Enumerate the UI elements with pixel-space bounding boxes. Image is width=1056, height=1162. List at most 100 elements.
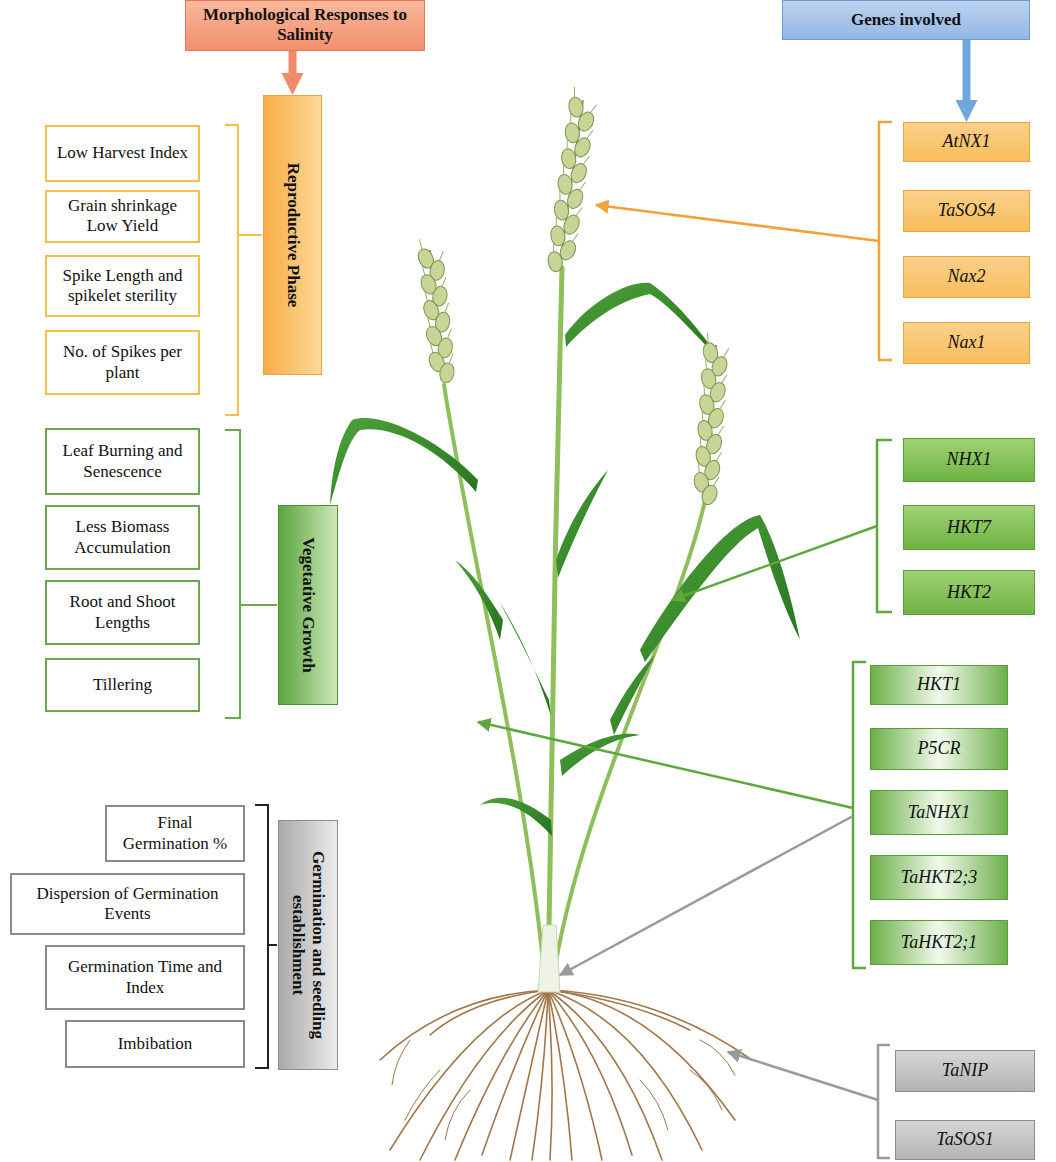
roots — [510, 990, 548, 1160]
gene-box: TaSOS4 — [903, 190, 1030, 232]
gene-box: Nax1 — [903, 322, 1030, 364]
roots — [455, 990, 548, 1160]
node-text: TaHKT2;1 — [901, 932, 977, 954]
roots — [700, 1040, 735, 1075]
leader-arrow — [560, 816, 853, 975]
stems — [444, 385, 545, 985]
gene-box: TaSOS1 — [895, 1120, 1035, 1160]
gene-box: TaNIP — [895, 1050, 1035, 1092]
right-spike — [699, 474, 723, 507]
roots — [690, 1070, 722, 1110]
leaves — [498, 600, 551, 716]
roots — [380, 990, 752, 1160]
gene-box: TaHKT2;1 — [870, 920, 1008, 965]
main-spike — [568, 152, 594, 185]
gene-box: NHX1 — [903, 438, 1035, 482]
bracket — [225, 430, 277, 718]
header-box: Morphological Responses to Salinity — [185, 0, 425, 51]
gene-box: HKT1 — [870, 665, 1008, 705]
header-arrow — [963, 40, 971, 100]
bracket — [225, 125, 262, 415]
response-box: Final Germination % — [105, 805, 245, 862]
phase-band: Vegetative Growth — [278, 505, 338, 705]
main-spike — [547, 215, 566, 247]
gene-box: AtNX1 — [903, 122, 1030, 162]
node-text: Dispersion of Germination Events — [18, 884, 237, 925]
node-text: Genes involved — [851, 10, 961, 30]
node-text: Germination Time and Index — [53, 957, 237, 998]
main-spike — [564, 178, 590, 211]
response-box: Leaf Burning and Senescence — [45, 428, 200, 495]
main-spike — [540, 84, 604, 276]
header-arrow — [289, 51, 297, 73]
leader-arrow — [478, 722, 853, 808]
main-spike — [561, 204, 587, 237]
node-text: HKT1 — [917, 674, 961, 696]
stems — [552, 496, 706, 985]
bracket — [879, 122, 892, 360]
stem-base — [538, 925, 560, 992]
phase-band: Reproductive Phase — [263, 95, 322, 375]
bracket — [255, 805, 277, 1068]
left-spike — [438, 352, 458, 384]
leaves — [480, 798, 552, 836]
roots — [445, 1090, 470, 1140]
leaves — [330, 418, 478, 505]
left-spike — [411, 235, 462, 387]
main-spike — [551, 189, 570, 221]
main-spike — [558, 138, 577, 170]
response-box: Low Harvest Index — [45, 125, 200, 182]
roots — [420, 990, 548, 1160]
node-text: No. of Spikes per plant — [53, 342, 192, 383]
node-text: NHX1 — [947, 449, 992, 471]
leaves — [565, 283, 722, 362]
response-box: Imbibation — [65, 1020, 245, 1068]
leader-arrow — [596, 205, 879, 241]
leaves — [640, 515, 800, 662]
gene-box: HKT2 — [903, 570, 1035, 615]
node-text: Reproductive Phase — [282, 102, 302, 368]
response-box: Less Biomass Accumulation — [45, 505, 200, 570]
node-text: TaNIP — [942, 1060, 988, 1082]
leaves — [455, 560, 503, 640]
node-text: TaSOS1 — [936, 1129, 993, 1151]
node-text: HKT2 — [947, 582, 991, 604]
stems — [548, 268, 562, 985]
roots — [548, 990, 662, 1160]
main-spike — [575, 101, 601, 134]
node-text: Leaf Burning and Senescence — [53, 441, 192, 482]
main-spike — [562, 112, 581, 144]
bracket — [878, 1045, 890, 1158]
node-text: Low Harvest Index — [57, 143, 188, 163]
roots — [482, 990, 548, 1155]
roots — [548, 990, 632, 1155]
gene-box: Nax2 — [903, 256, 1030, 298]
node-text: Vegetative Growth — [298, 512, 318, 698]
node-text: Root and Shoot Lengths — [53, 592, 192, 633]
roots — [532, 990, 548, 1160]
node-text: HKT7 — [947, 517, 991, 539]
roots — [640, 1080, 668, 1130]
roots — [548, 990, 690, 1030]
main-spike — [545, 241, 564, 273]
node-text: Less Biomass Accumulation — [53, 517, 192, 558]
response-box: Dispersion of Germination Events — [10, 873, 245, 935]
main-spike — [572, 126, 598, 159]
node-text: Spike Length and spikelet sterility — [53, 266, 192, 307]
roots — [548, 990, 735, 1120]
roots — [548, 990, 602, 1160]
right-spike — [687, 331, 735, 508]
gene-box: TaNHX1 — [870, 790, 1008, 835]
leader-arrow — [728, 1052, 878, 1100]
node-text: Final Germination % — [113, 813, 237, 854]
gene-box: HKT7 — [903, 505, 1035, 550]
node-text: Nax1 — [948, 332, 986, 354]
node-text: TaNHX1 — [908, 802, 970, 824]
bracket — [877, 440, 892, 612]
response-box: No. of Spikes per plant — [45, 330, 200, 395]
main-spike — [566, 86, 585, 118]
node-text: P5CR — [918, 738, 961, 760]
roots — [405, 1070, 440, 1120]
roots — [548, 990, 552, 1160]
response-box: Grain shrinkage Low Yield — [45, 190, 200, 243]
